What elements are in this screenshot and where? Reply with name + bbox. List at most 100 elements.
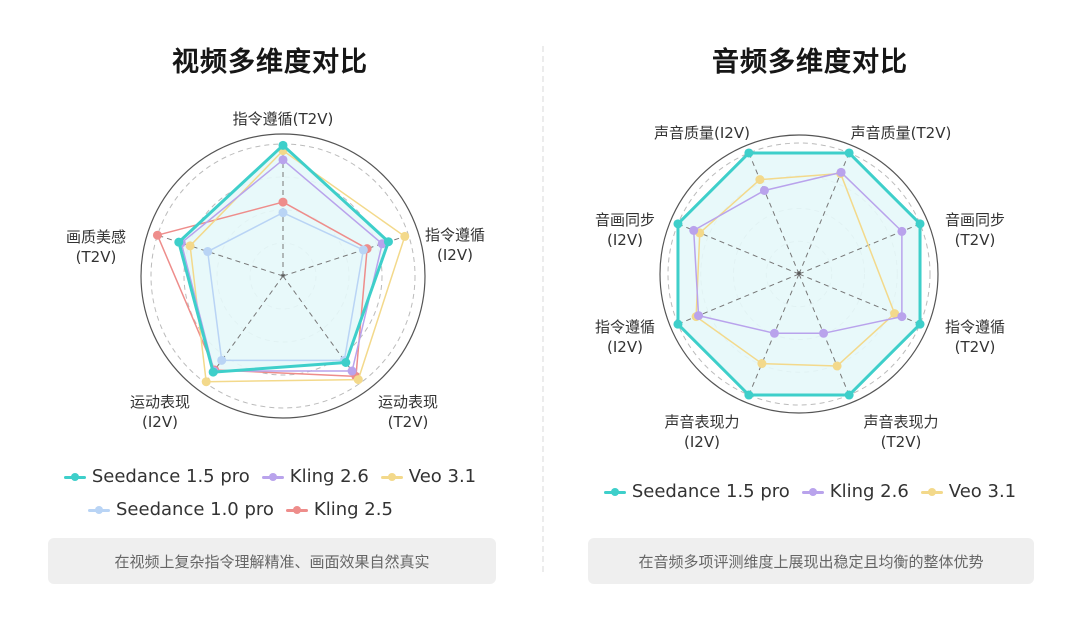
data-point (819, 328, 829, 338)
data-point (185, 241, 195, 251)
video-legend: Seedance 1.5 pro Kling 2.6 Veo 3.1 Seeda… (0, 466, 540, 532)
data-point (217, 355, 227, 365)
legend-label: Kling 2.6 (289, 466, 369, 487)
legend-line-icon (261, 471, 284, 483)
legend-item-seedance-1-5-pro: Seedance 1.5 pro (603, 481, 790, 502)
axis-label: 声音质量(I2V) (654, 124, 750, 142)
series-line (156, 201, 368, 378)
axis-label: 声音质量(T2V) (851, 124, 952, 142)
data-point (744, 148, 754, 158)
axis-label: 运动表现(I2V) (130, 393, 190, 431)
legend-label: Kling 2.5 (313, 499, 393, 520)
data-point (897, 226, 907, 236)
video-chart-title: 视频多维度对比 (172, 47, 368, 78)
axis-label: 指令遵循(I2V) (425, 226, 485, 264)
outer-ring (140, 133, 426, 419)
axis-label: 指令遵循(T2V) (945, 318, 1005, 356)
grid-ring (667, 142, 931, 406)
legend-row: Seedance 1.5 pro Kling 2.6 Veo 3.1 (540, 481, 1080, 502)
data-point (347, 366, 357, 376)
audio-chart-title: 音频多维度对比 (712, 47, 908, 78)
data-point (836, 167, 846, 177)
axis-label: 声音表现力(I2V) (664, 413, 739, 451)
legend-label: Veo 3.1 (408, 466, 477, 487)
svg-text:*: * (281, 272, 286, 283)
legend-item-kling-2-5: Kling 2.5 (285, 499, 393, 520)
video-caption: 在视频上复杂指令理解精准、画面效果自然真实 (48, 538, 496, 584)
data-point (673, 219, 683, 229)
legend-item-kling-2-6: Kling 2.6 (801, 481, 909, 502)
series-line (180, 159, 383, 372)
axis-label: 画质美感(T2V) (66, 228, 126, 266)
audio-radar-chart: * 声音质量(I2V) 声音质量(T2V) 音画同步(T2V) 指令遵循(T2V) 声音表… (595, 124, 1005, 451)
data-point (203, 247, 213, 257)
data-point (844, 148, 854, 158)
legend-item-veo-3-1: Veo 3.1 (920, 481, 1017, 502)
series-line (177, 143, 390, 374)
legend-row: Seedance 1.0 pro Kling 2.5 (0, 499, 540, 520)
data-point (400, 231, 410, 241)
legend-line-icon (380, 471, 403, 483)
legend-label: Veo 3.1 (948, 481, 1017, 502)
axis-label: 音画同步(T2V) (945, 211, 1005, 249)
series-line (189, 149, 406, 383)
audio-legend: Seedance 1.5 pro Kling 2.6 Veo 3.1 (540, 481, 1080, 514)
legend-label: Seedance 1.0 pro (116, 499, 274, 520)
legend-label: Seedance 1.5 pro (631, 481, 790, 502)
data-point (278, 197, 288, 207)
series-line (695, 172, 896, 367)
data-point (755, 175, 765, 185)
legend-item-seedance-1-0-pro: Seedance 1.0 pro (88, 499, 274, 520)
data-point (897, 312, 907, 322)
legend-label: Seedance 1.5 pro (91, 466, 250, 487)
legend-line-icon (920, 486, 943, 498)
audio-caption: 在音频多项评测维度上展现出稳定且均衡的整体优势 (588, 538, 1034, 584)
axis-spoke (205, 275, 284, 384)
legend-line-icon (88, 504, 110, 516)
grid-ring (183, 176, 383, 376)
data-point (201, 377, 211, 387)
data-point (915, 319, 925, 329)
legend-line-icon (801, 486, 824, 498)
panel-divider (542, 46, 544, 572)
legend-line-icon (285, 504, 308, 516)
legend-item-kling-2-6: Kling 2.6 (261, 466, 369, 487)
video-radar-chart: * 指令遵循(T2V) 指令遵循(I2V) 运动表现(T2V) 运动表现(I2V) 画质美… (66, 110, 485, 431)
data-point (358, 245, 368, 255)
video-comparison-panel: 视频多维度对比 * 指令遵循(T2V) 指令遵循(I2V) 运动表现(T2V) 运动表现… (0, 47, 540, 584)
legend-item-seedance-1-5-pro: Seedance 1.5 pro (63, 466, 250, 487)
data-point (694, 311, 704, 321)
data-point (383, 237, 393, 247)
data-point (152, 230, 162, 240)
data-point (744, 390, 754, 400)
data-point (757, 359, 767, 369)
data-point (844, 390, 854, 400)
data-point (673, 319, 683, 329)
data-point (208, 367, 218, 377)
audio-comparison-panel: 音频多维度对比 * 声音质量(I2V) 声音质量(T2V) 音画同步(T2V) 指令遵循… (540, 0, 1080, 618)
data-point (278, 208, 288, 218)
data-point (341, 358, 351, 368)
data-point (689, 225, 699, 235)
axis-spoke (748, 152, 800, 275)
data-point (278, 140, 288, 150)
svg-text:*: * (797, 270, 802, 281)
data-point (890, 309, 900, 319)
legend-label: Kling 2.6 (829, 481, 909, 502)
data-point (353, 375, 363, 385)
axis-label: 声音表现力(T2V) (863, 413, 938, 451)
data-point (759, 185, 769, 195)
data-point (174, 237, 184, 247)
legend-item-veo-3-1: Veo 3.1 (380, 466, 477, 487)
legend-line-icon (63, 471, 86, 483)
axis-label: 音画同步(I2V) (595, 211, 655, 249)
axis-label: 运动表现(T2V) (378, 393, 438, 431)
series-line (206, 211, 365, 362)
data-point (769, 328, 779, 338)
legend-row: Seedance 1.5 pro Kling 2.6 Veo 3.1 (0, 466, 540, 487)
data-point (915, 219, 925, 229)
legend-line-icon (603, 486, 626, 498)
outer-ring (659, 134, 939, 414)
data-point (832, 361, 842, 371)
axis-label: 指令遵循(T2V) (233, 110, 334, 128)
